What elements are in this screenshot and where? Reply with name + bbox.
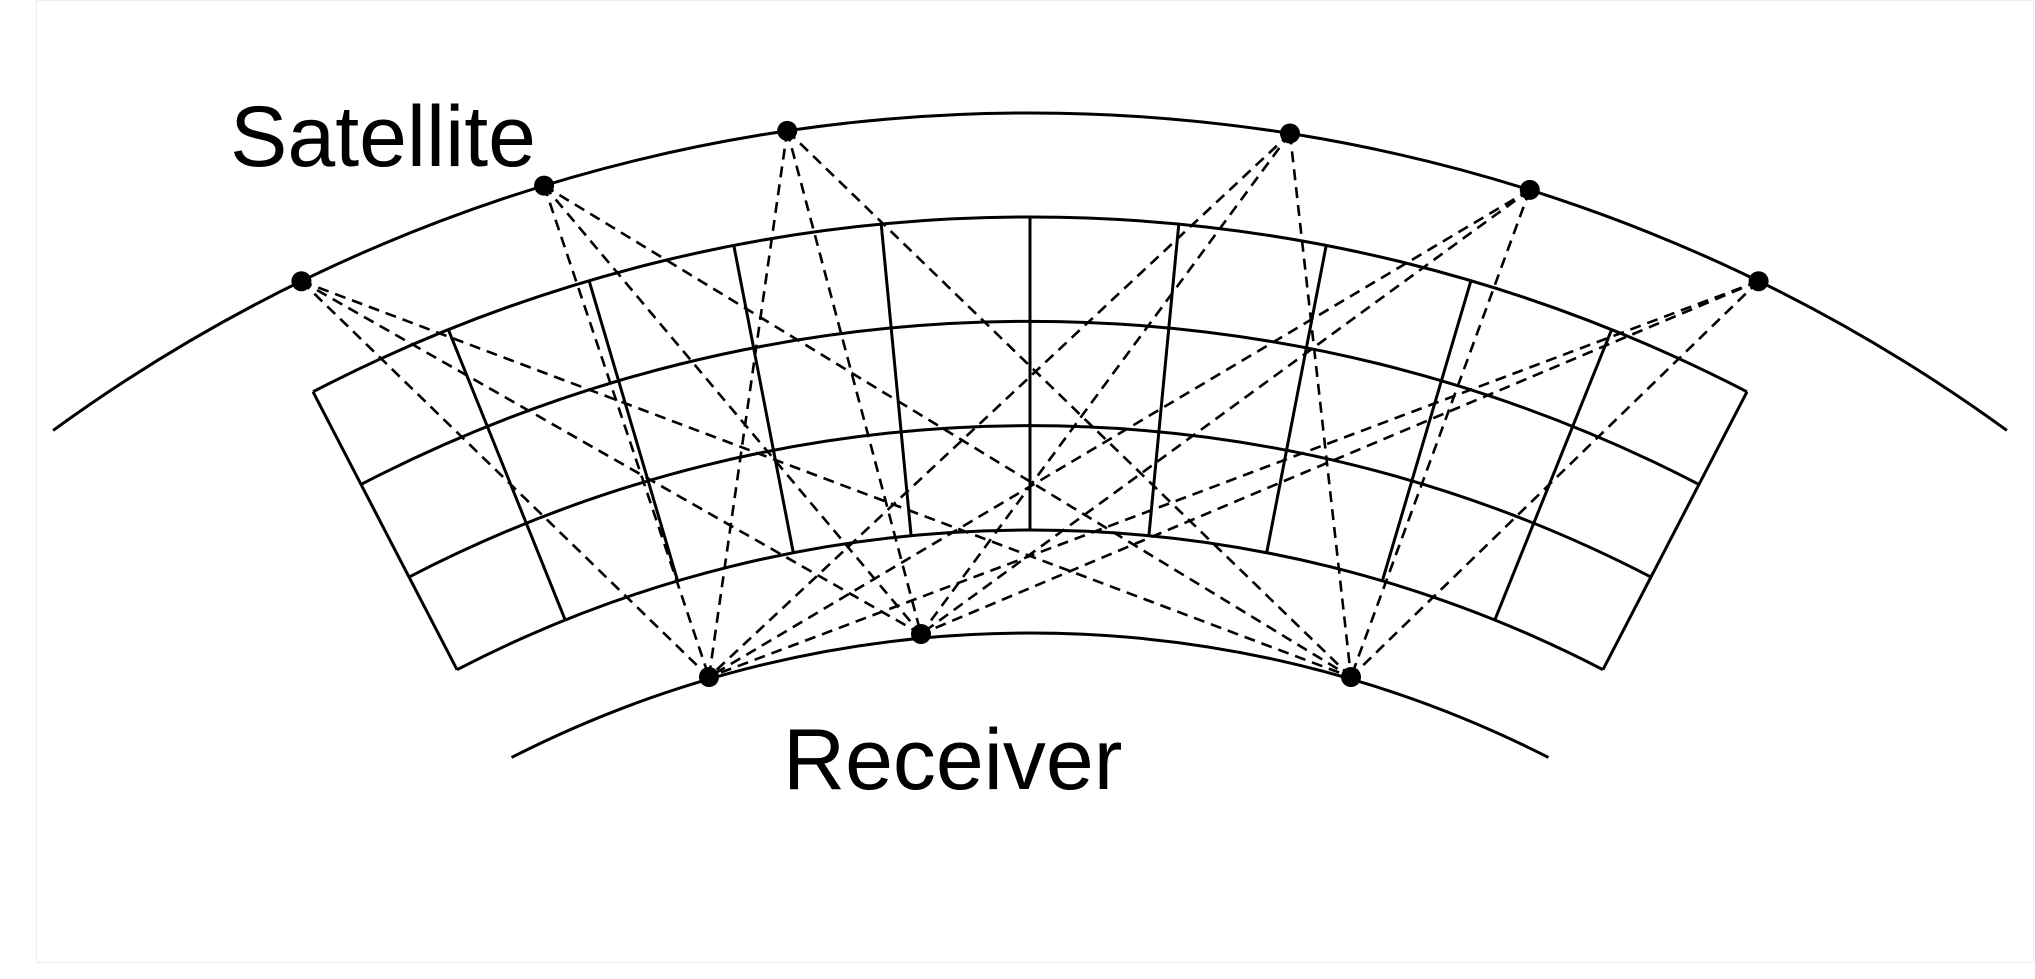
signal-ray — [300, 280, 710, 678]
grid-layer-boundary — [312, 215, 1748, 394]
signal-ray — [920, 188, 1531, 636]
grid-column-line — [1265, 245, 1328, 553]
receiver-label: Receiver — [783, 712, 1122, 808]
signal-ray — [542, 185, 711, 678]
satellite-orbit-arc — [52, 111, 2008, 432]
signal-rays — [300, 129, 1760, 679]
signal-ray — [1349, 189, 1531, 678]
grid-column-line — [311, 391, 459, 671]
receiver-point — [699, 667, 719, 687]
receiver-point — [911, 624, 931, 644]
receiver-surface-arc — [510, 631, 1550, 759]
signal-ray — [707, 130, 789, 678]
satellite-points — [291, 120, 1769, 292]
signal-ray — [920, 280, 1760, 636]
signal-ray — [1288, 133, 1353, 678]
voxel-grid — [311, 215, 1749, 672]
grid-column-line — [732, 245, 795, 553]
satellite-label: Satellite — [230, 89, 536, 185]
grid-layer-boundary — [456, 528, 1604, 672]
satellite-point — [291, 271, 312, 292]
signal-ray — [300, 280, 922, 636]
grid-column-line — [1493, 329, 1614, 621]
grid-column-line — [1147, 223, 1181, 536]
signal-ray — [786, 129, 1352, 678]
grid-column-line — [587, 280, 680, 582]
satellite-point — [534, 175, 555, 196]
satellite-point — [1279, 123, 1300, 144]
signal-ray — [785, 130, 923, 635]
receiver-point — [1341, 667, 1361, 687]
satellite-point — [1748, 271, 1769, 292]
grid-column-line — [446, 329, 567, 621]
receiver-points — [699, 624, 1361, 687]
grid-column-line — [1601, 391, 1749, 671]
signal-ray — [919, 132, 1292, 635]
signal-ray — [543, 184, 922, 635]
signal-ray — [708, 132, 1291, 678]
signal-ray — [1350, 280, 1760, 678]
satellite-point — [1519, 179, 1540, 200]
grid-column-line — [1380, 280, 1473, 582]
signal-ray — [300, 279, 1352, 679]
grid-column-line — [879, 223, 913, 536]
orbit-arcs — [52, 111, 2008, 759]
signal-ray — [708, 188, 1531, 679]
satellite-point — [777, 120, 798, 141]
signal-ray — [543, 184, 1352, 679]
signal-ray — [708, 279, 1760, 679]
